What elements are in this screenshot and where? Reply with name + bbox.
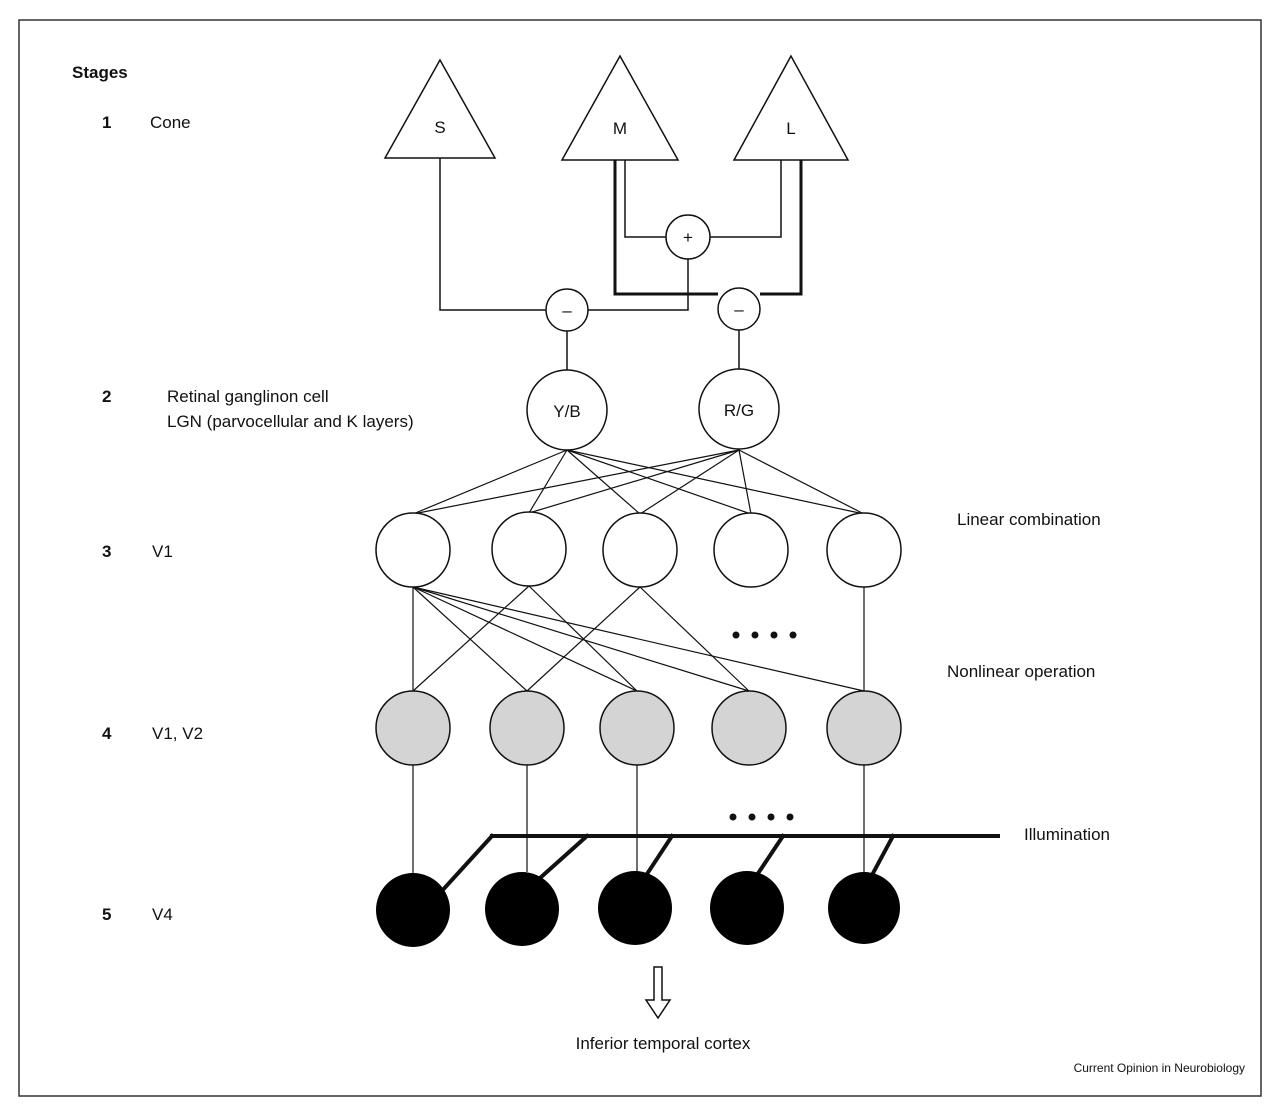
stage-5-name: V4	[152, 905, 173, 924]
v1-v2-cell	[599, 690, 675, 766]
stages-heading: Stages	[72, 63, 128, 82]
v2-to-v4-connections	[412, 765, 865, 875]
stage-2-name: Retinal ganglinon cell	[167, 387, 329, 406]
v1-v2-cell	[711, 690, 787, 766]
opponent-node-yb-sign: –	[562, 301, 572, 320]
v1-v2-cell	[489, 690, 565, 766]
channel-cell-yb-label: Y/B	[553, 402, 580, 421]
channel-cell-yb	[526, 369, 608, 451]
channel-cell-rg-label: R/G	[724, 401, 754, 420]
v4-cell	[710, 871, 784, 945]
v1-cell	[826, 512, 902, 588]
nonlinear-operation-label: Nonlinear operation	[947, 662, 1095, 681]
channel-cell-rg	[698, 368, 780, 450]
wire-m-to-rg	[613, 160, 718, 296]
v4-cell	[485, 872, 559, 946]
down-arrow-icon	[644, 966, 672, 1020]
summing-node	[665, 214, 711, 260]
stage-1-number: 1	[102, 113, 111, 132]
v1-v2-cell-layer	[375, 690, 902, 766]
source-credit: Current Opinion in Neurobiology	[1074, 1061, 1245, 1075]
illumination-bar	[437, 833, 1000, 896]
opponent-nodes: + – –	[545, 214, 761, 332]
wire-s-to-yb	[439, 158, 546, 311]
v4-cell	[376, 873, 450, 947]
figure-frame	[18, 19, 1262, 1097]
v1-to-v2-connections	[412, 585, 865, 692]
stage-3-name: V1	[152, 542, 173, 561]
cone-layer: S M L	[383, 54, 850, 161]
cone-m-label: M	[613, 119, 627, 138]
summing-node-sign: +	[683, 228, 693, 247]
linear-combination-label: Linear combination	[957, 510, 1101, 529]
cone-s-label: S	[434, 118, 445, 137]
v1-v2-cell	[826, 690, 902, 766]
v1-cell	[713, 512, 789, 588]
ellipsis-dots-upper	[732, 631, 797, 639]
cone-s	[383, 58, 497, 159]
cone-l-label: L	[786, 119, 795, 138]
stage-5-number: 5	[102, 905, 111, 924]
cone-l	[732, 54, 850, 161]
stage-4-name: V1, V2	[152, 724, 203, 743]
illumination-label: Illumination	[1024, 825, 1110, 844]
wire-l-to-rg	[760, 160, 803, 296]
opponent-node-yb	[545, 288, 589, 332]
v4-cell	[598, 871, 672, 945]
opponent-node-rg-sign: –	[734, 300, 744, 319]
opponent-node-rg	[717, 287, 761, 331]
channel-cells: Y/B R/G	[526, 368, 780, 451]
v1-cell	[491, 511, 567, 587]
stage-3-number: 3	[102, 542, 111, 561]
output-label: Inferior temporal cortex	[576, 1034, 751, 1053]
stage-1-name: Cone	[150, 113, 191, 132]
v1-cell	[602, 512, 678, 588]
cone-wiring	[439, 158, 803, 370]
v1-v2-cell	[375, 690, 451, 766]
wire-l-to-sum	[710, 160, 782, 238]
v4-cell-layer	[376, 871, 900, 947]
wire-m-to-sum	[624, 160, 666, 238]
stage-labels: Stages 1 Cone 2 Retinal ganglinon cell L…	[72, 63, 414, 924]
v4-cell	[828, 872, 900, 944]
v1-cell-layer	[375, 511, 902, 588]
v1-cell	[375, 512, 451, 588]
wire-sum-to-yb	[588, 259, 689, 311]
stage-4-number: 4	[102, 724, 112, 743]
stage-2-number: 2	[102, 387, 111, 406]
channel-to-v1-connections	[412, 449, 865, 515]
ellipsis-dots-lower	[729, 813, 794, 821]
stage-2-name-line2: LGN (parvocellular and K layers)	[167, 412, 414, 431]
cone-m	[560, 54, 680, 161]
